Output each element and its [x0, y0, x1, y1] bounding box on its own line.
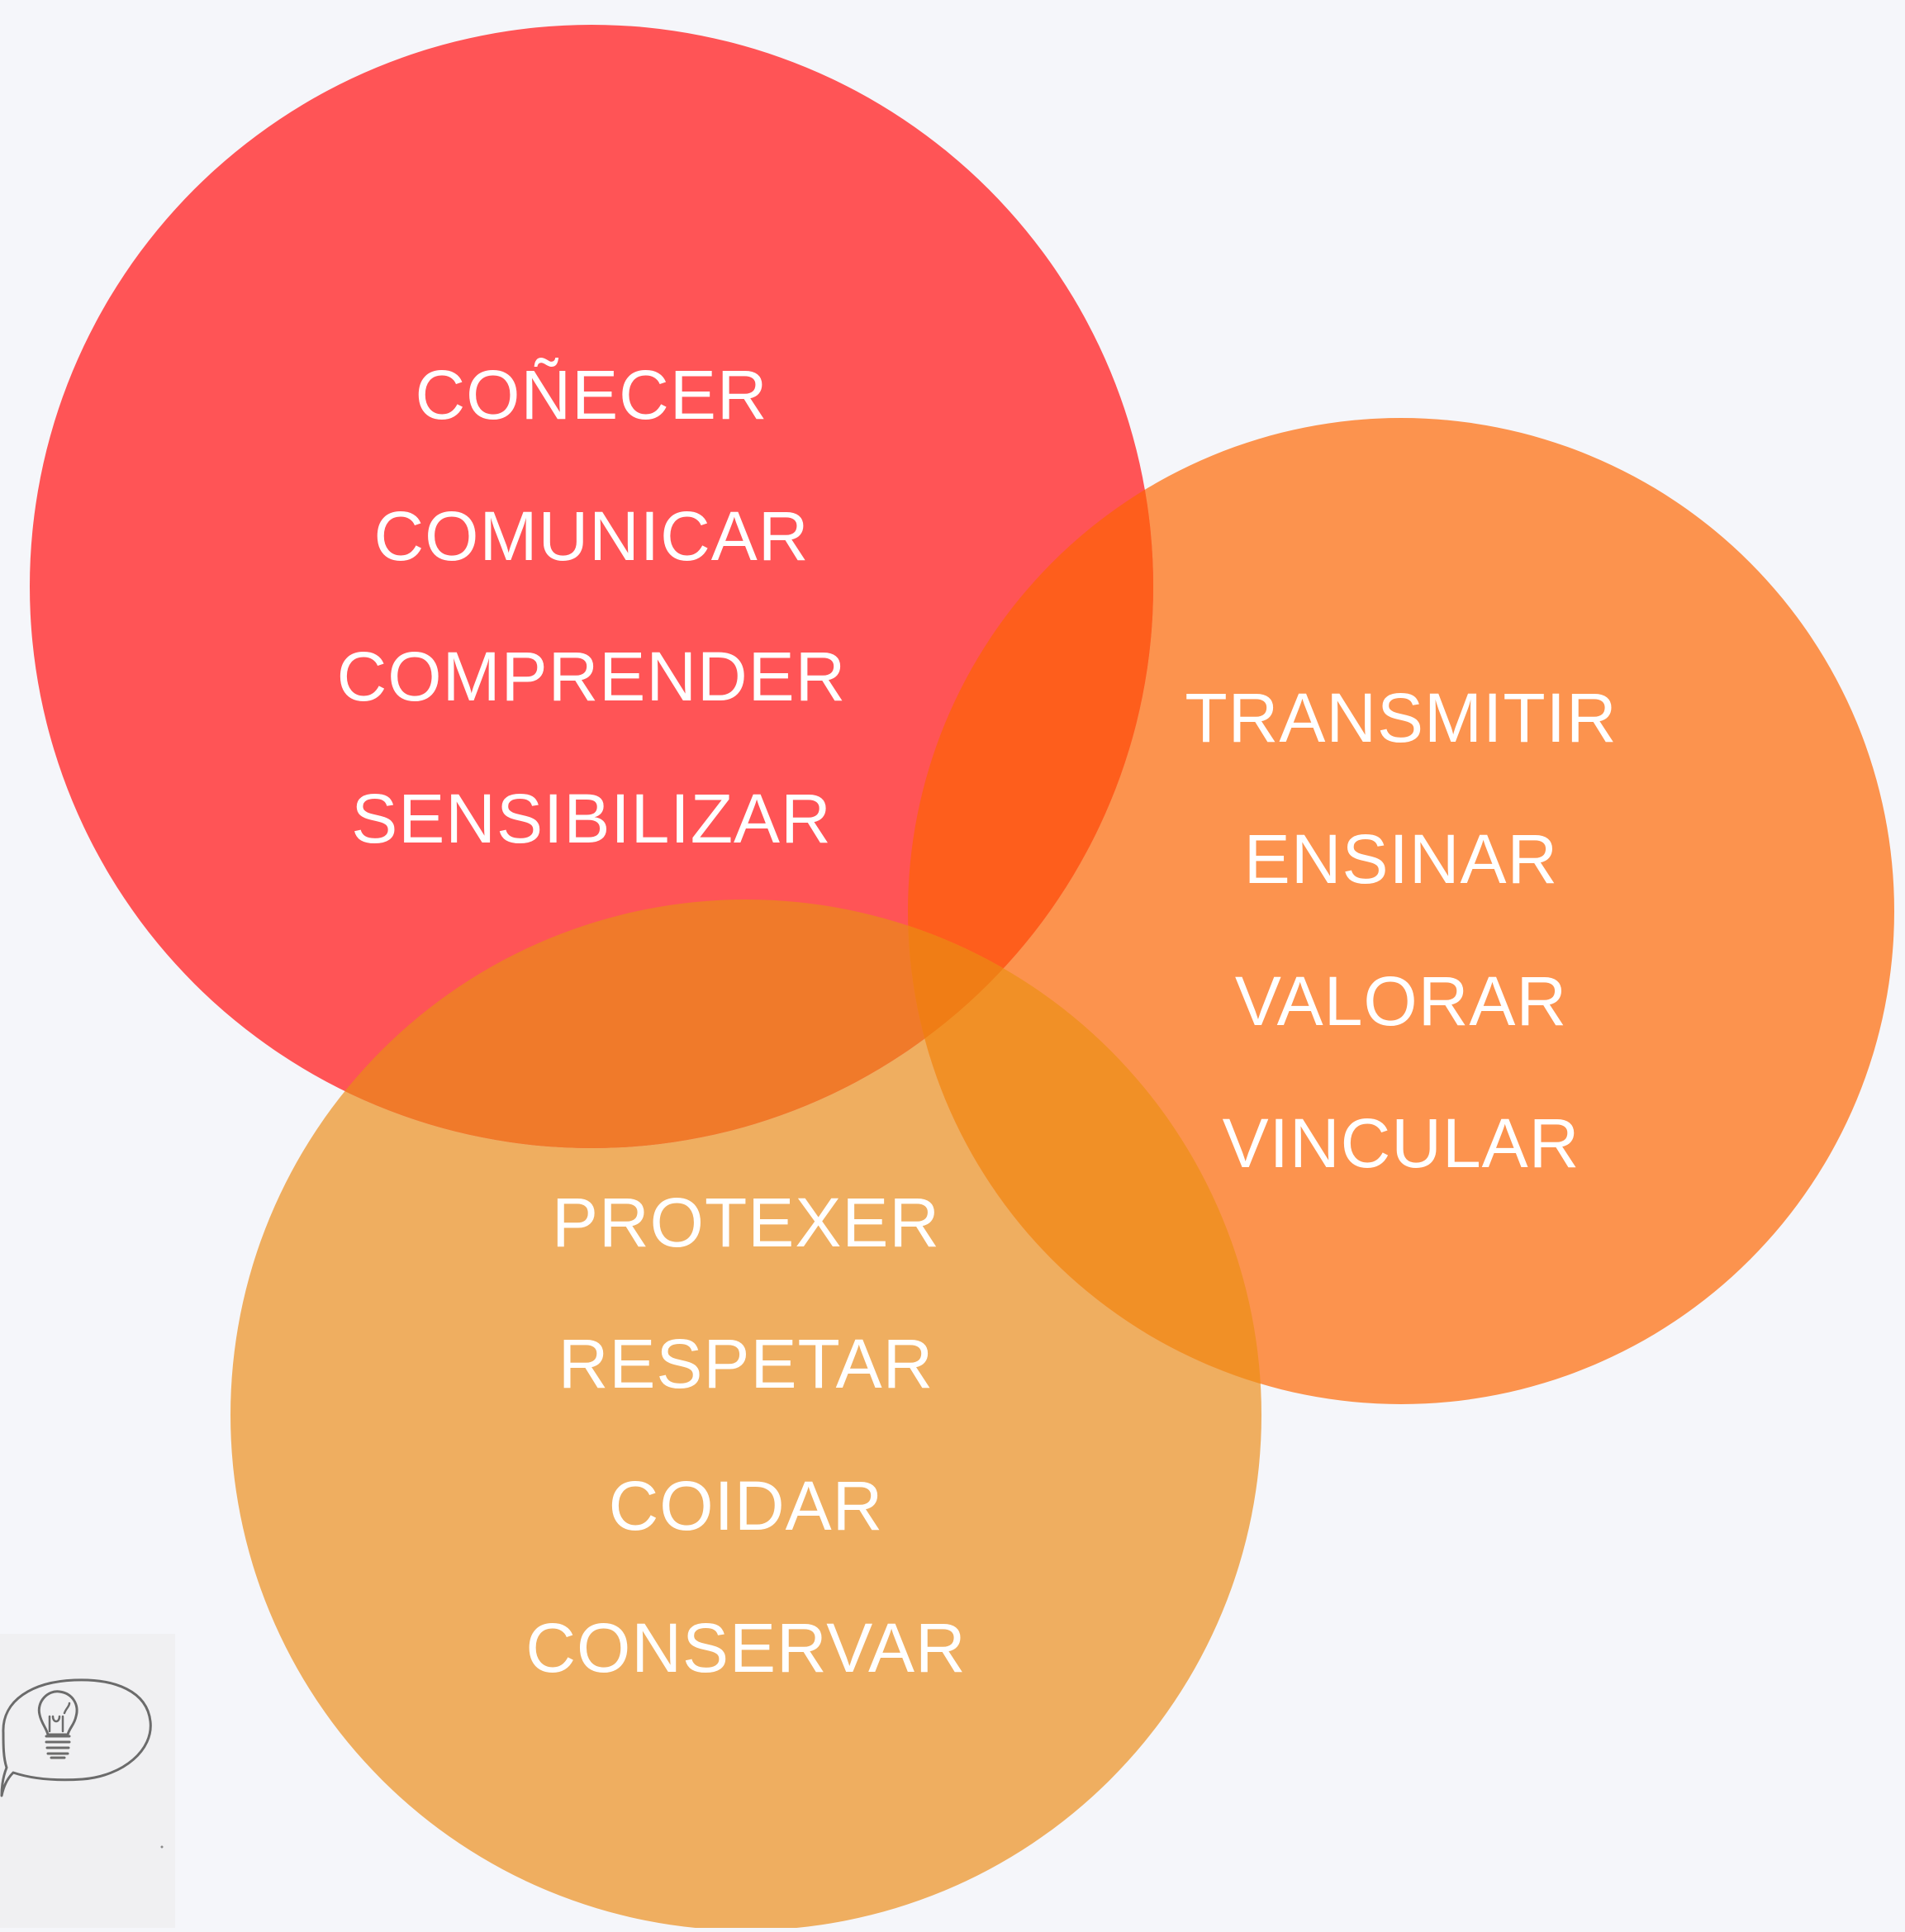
- bottom-word-1: PROTEXER: [552, 1184, 940, 1261]
- right-word-4: VINCULAR: [1223, 1104, 1580, 1182]
- top-word-1: COÑECER: [415, 356, 767, 434]
- top-word-2: COMUNICAR: [374, 497, 810, 575]
- top-word-3: COMPRENDER: [337, 638, 847, 715]
- bottom-word-4: CONSERVAR: [525, 1609, 966, 1687]
- right-word-2: ENSINAR: [1244, 820, 1558, 898]
- top-word-4: SENSIBILIZAR: [351, 780, 832, 857]
- circle-top: [30, 25, 1153, 1148]
- bottom-word-3: COIDAR: [609, 1467, 884, 1545]
- lightbulb-sketch-icon: [0, 1678, 164, 1849]
- bottom-word-2: RESPETAR: [558, 1325, 934, 1403]
- lightbulb-sketch-tile: [0, 1634, 175, 1928]
- right-word-3: VALORAR: [1235, 962, 1567, 1040]
- overlap-right-bottom: [908, 900, 1261, 1404]
- right-word-1: TRANSMITIR: [1185, 679, 1617, 757]
